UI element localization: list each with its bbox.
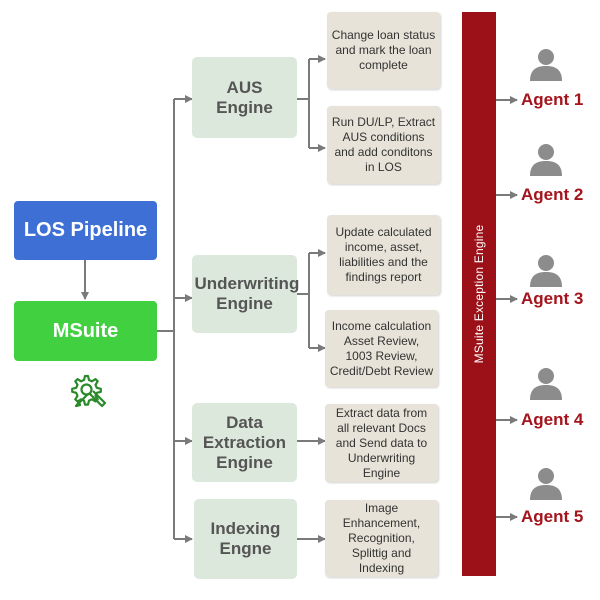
data-extraction-engine-label: Data Extraction Engine <box>202 412 287 472</box>
agent-3-label: Agent 3 <box>521 289 584 308</box>
underwriting-task-2-box: Income calculation Asset Review, 1003 Re… <box>325 310 438 387</box>
agent-2-label: Agent 2 <box>521 185 584 204</box>
exception-engine-bar <box>462 12 496 576</box>
msuite-label: MSuite <box>52 319 119 342</box>
underwriting-engine-box: Underwriting Engine <box>192 255 300 333</box>
indexing-engine-label: Indexing Engne <box>210 519 281 558</box>
indexing-task-box: Image Enhancement, Recognition, Splittig… <box>325 500 438 577</box>
data-extraction-task-box: Extract data from all relevant Docs and … <box>325 404 438 482</box>
agent-5-label: Agent 5 <box>521 507 584 526</box>
agent-5-person-icon <box>530 468 562 500</box>
aus-engine-box: AUS Engine <box>192 57 297 138</box>
data-extraction-engine-box: Data Extraction Engine <box>192 403 297 482</box>
aus-task-1-box: Change loan status and mark the loan com… <box>327 12 440 89</box>
underwriting-task-1-label: Update calculated income, asset, liabili… <box>335 225 432 284</box>
data-extraction-task-label: Extract data from all relevant Docs and … <box>335 405 428 480</box>
underwriting-task-1-box: Update calculated income, asset, liabili… <box>327 215 440 295</box>
indexing-task-label: Image Enhancement, Recognition, Splittig… <box>342 501 421 575</box>
aus-engine-label: AUS Engine <box>216 77 273 117</box>
msuite-box: MSuite <box>14 301 157 361</box>
underwriting-engine-label: Underwriting Engine <box>194 274 300 313</box>
aus-task-1-label: Change loan status and mark the loan com… <box>331 28 436 72</box>
indexing-engine-box: Indexing Engne <box>194 499 297 579</box>
agent-1-label: Agent 1 <box>521 90 584 109</box>
agent-2-person-icon <box>530 144 562 176</box>
los-pipeline-label: LOS Pipeline <box>23 219 148 241</box>
agent-4-person-icon <box>530 368 562 400</box>
agent-4-label: Agent 4 <box>521 410 584 429</box>
underwriting-task-2-label: Income calculation Asset Review, 1003 Re… <box>329 318 434 378</box>
agent-3-person-icon <box>530 255 562 287</box>
los-pipeline-box: LOS Pipeline <box>14 201 157 260</box>
gear-tools-icon <box>71 374 107 408</box>
aus-task-2-label: Run DU/LP, Extract AUS conditions and ad… <box>331 115 436 174</box>
agent-1-person-icon <box>530 49 562 81</box>
exception-engine-label: MSuite Exception Engine <box>472 224 486 364</box>
aus-task-2-box: Run DU/LP, Extract AUS conditions and ad… <box>327 106 440 184</box>
